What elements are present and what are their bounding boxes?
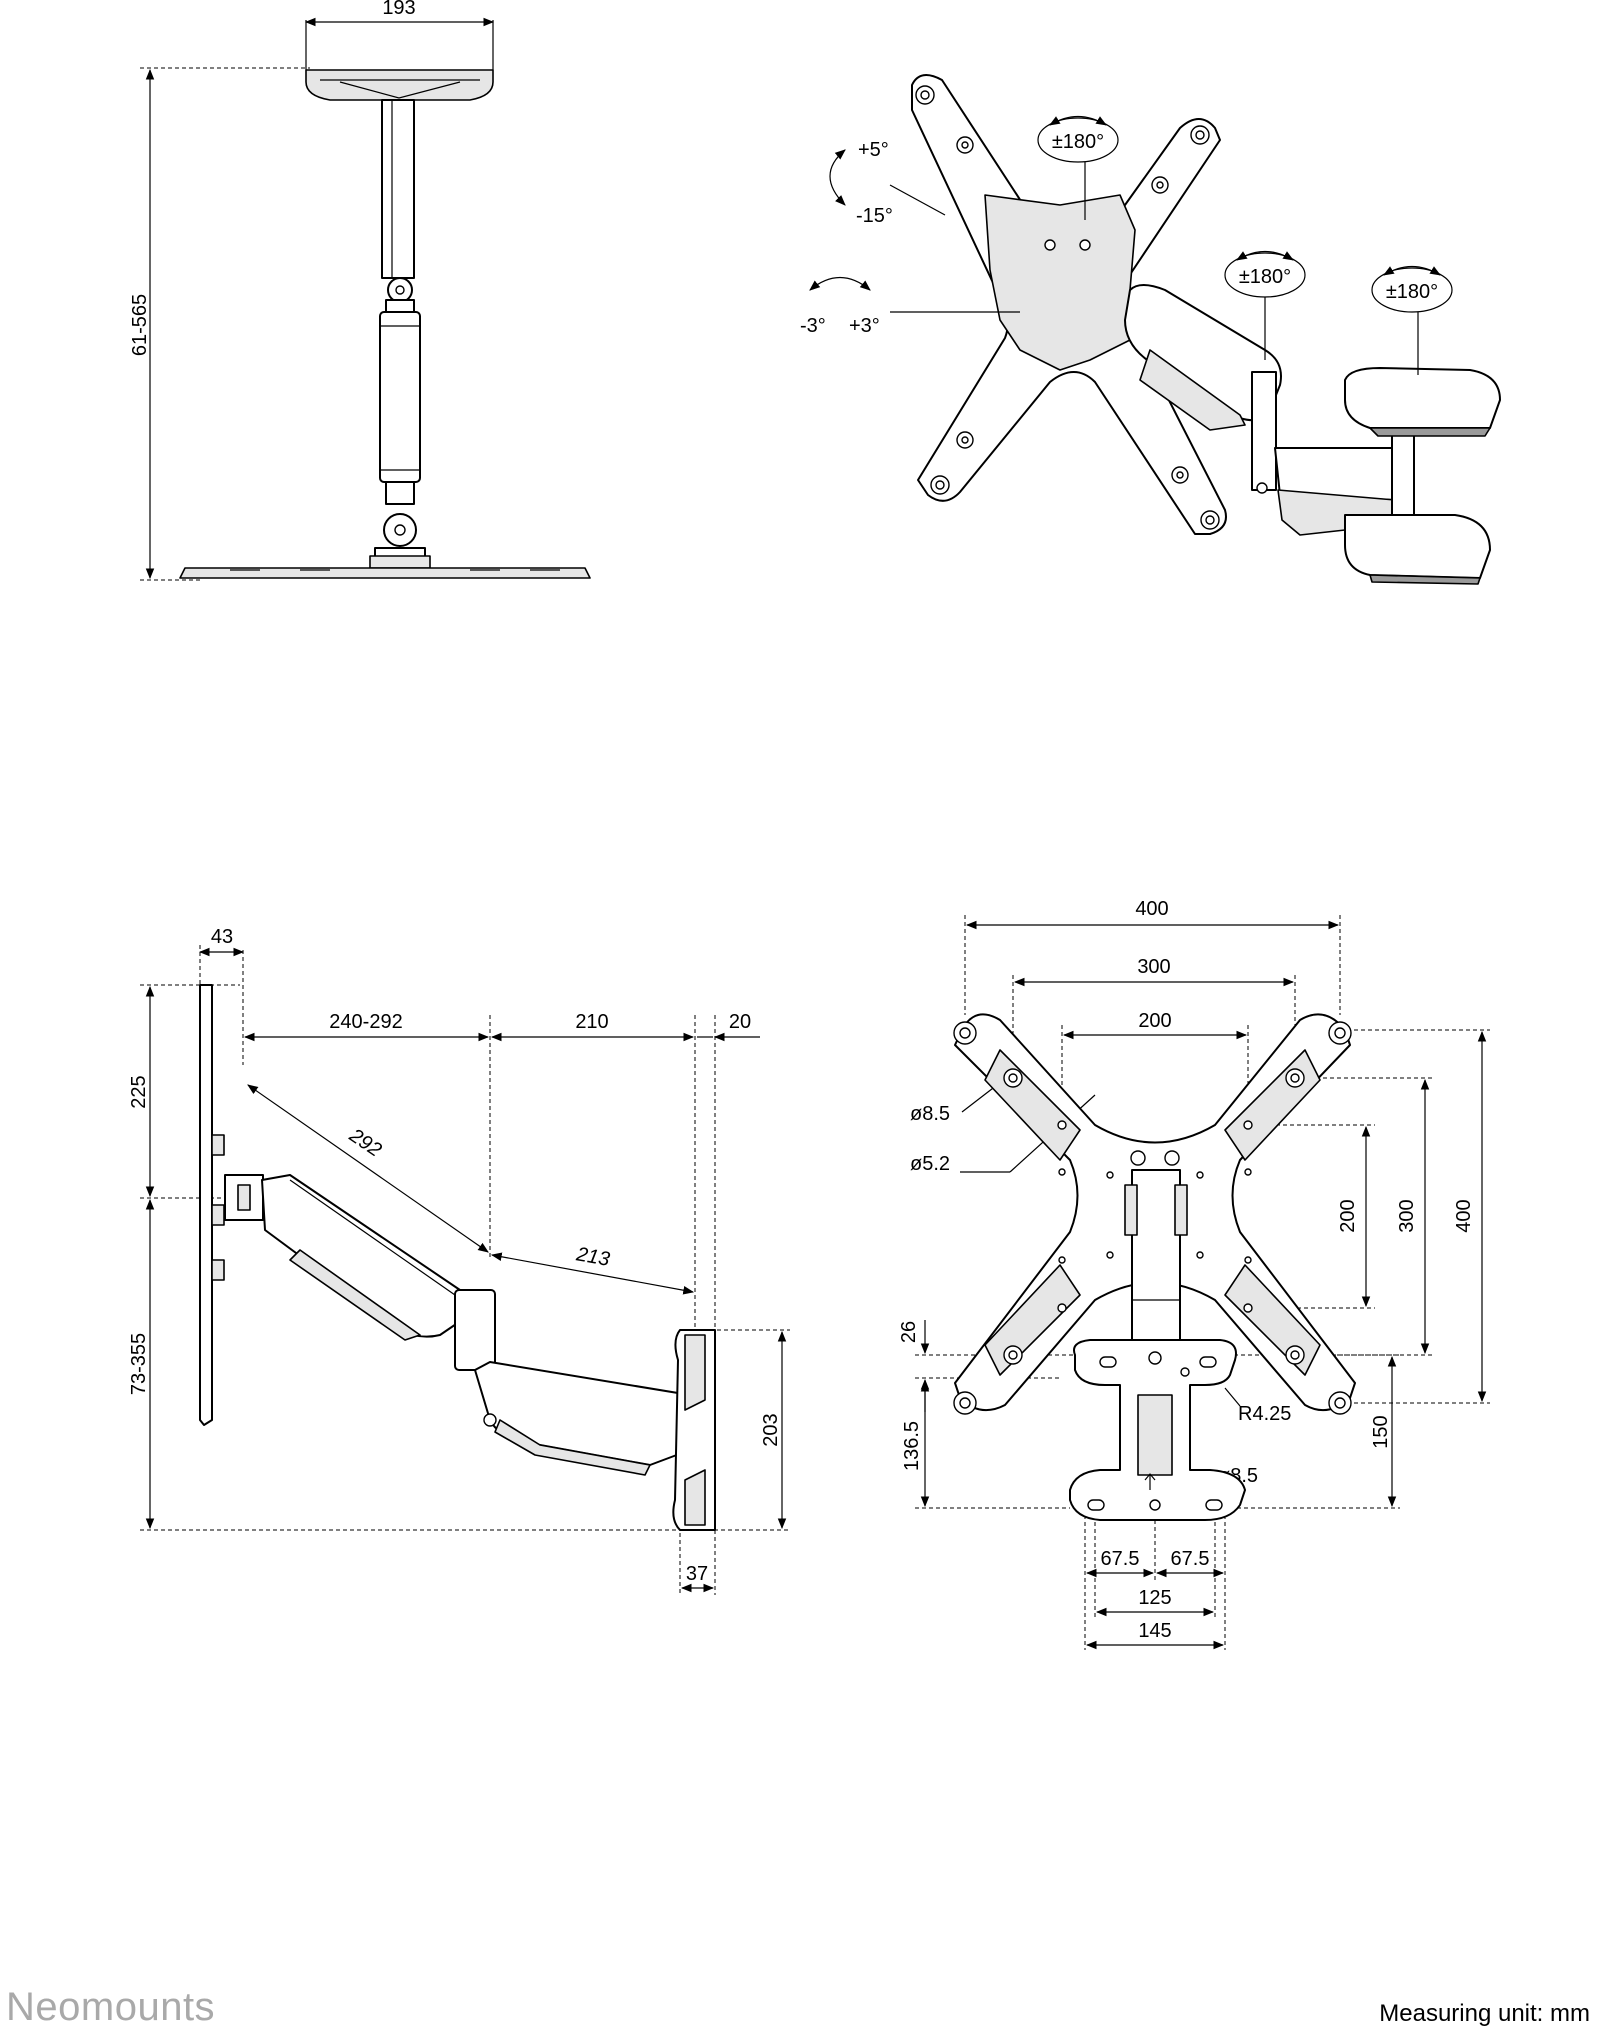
wall-plate-height-label: 203	[760, 1413, 782, 1446]
top-width-label: 193	[382, 0, 415, 19]
hole-large-label: ø8.5	[910, 1103, 950, 1125]
vesa-200-label: 200	[1138, 1010, 1171, 1032]
perspective-view: +5° -15° -3° +3° ±180° ±180° ±180°	[800, 74, 1501, 585]
swivel-plate-label: ±180°	[1052, 131, 1104, 153]
half-right-label: 67.5	[1171, 1548, 1210, 1570]
wall-plate-depth-label: 20	[729, 1011, 751, 1033]
arm-extension-label: 240-292	[329, 1011, 402, 1033]
spacing-125-label: 125	[1138, 1587, 1171, 1609]
side-view: 43 225 73-355 240-292 210 20 292 213 203…	[128, 926, 790, 1595]
rotate-right-label: +3°	[849, 315, 880, 337]
vesa-400v-label: 400	[1453, 1199, 1475, 1232]
upper-height-label: 225	[128, 1075, 150, 1108]
swivel-wall-label: ±180°	[1386, 281, 1438, 303]
spacing-145-label: 145	[1138, 1620, 1171, 1642]
front-view: 400 300 200 400 300 200 150 26	[898, 898, 1490, 1650]
top-height-label: 61-565	[129, 294, 151, 356]
vesa-300-label: 300	[1137, 956, 1170, 978]
top-view: 193 61-565	[129, 0, 591, 581]
perspective-annotations: +5° -15° -3° +3° ±180° ±180° ±180°	[800, 115, 1453, 375]
plate-depth-label: 43	[211, 926, 233, 948]
brand-logo: Neomounts	[6, 1985, 216, 2029]
vesa-300v-label: 300	[1396, 1199, 1418, 1232]
measuring-unit-note: Measuring unit: mm	[1379, 2000, 1590, 2027]
hole-small-label: ø5.2	[910, 1153, 950, 1175]
front-wall-plate	[1069, 1169, 1246, 1521]
lower-reach-label: 210	[575, 1011, 608, 1033]
radius-label: R4.25	[1238, 1403, 1291, 1425]
arm-length-lower-label: 213	[574, 1243, 612, 1271]
lower-height-label: 73-355	[128, 1333, 150, 1395]
tilt-up-label: +5°	[858, 139, 889, 161]
offset-26-label: 26	[898, 1321, 920, 1343]
offset-136-label: 136.5	[901, 1421, 923, 1471]
vesa-400-label: 400	[1135, 898, 1168, 920]
vesa-200v-label: 200	[1337, 1199, 1359, 1232]
tilt-down-label: -15°	[856, 205, 893, 227]
wall-plate-thickness-label: 37	[686, 1563, 708, 1585]
swivel-arm-label: ±180°	[1239, 266, 1291, 288]
height-150-label: 150	[1370, 1415, 1392, 1448]
rotate-left-label: -3°	[800, 315, 826, 337]
perspective-arm	[1124, 284, 1501, 585]
perspective-plate	[911, 74, 1227, 535]
half-left-label: 67.5	[1101, 1548, 1140, 1570]
